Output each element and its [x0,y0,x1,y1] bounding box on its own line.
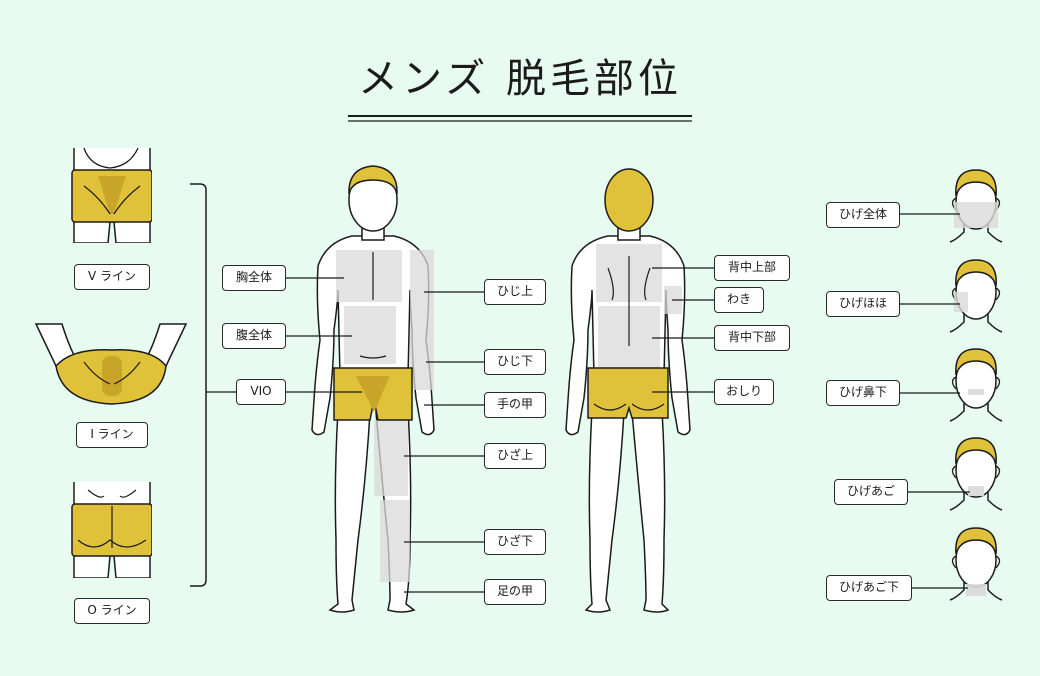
head-cheek-beard [949,259,1003,333]
label-v-line: V ライン [74,264,150,290]
label-o-line: O ライン [74,598,150,624]
label-lower-back: 背中下部 [714,325,790,351]
back-body [565,168,691,613]
label-buttocks: おしり [714,379,774,405]
vio-bracket [190,183,236,587]
label-vio: VIO [236,379,286,405]
head-under-nose [949,348,1003,422]
beard-heads [949,169,1003,601]
label-cheek-beard: ひげほほ [826,291,900,317]
front-body [311,165,435,613]
label-forearm: ひじ下 [484,349,546,375]
label-armpit: わき [714,287,764,313]
label-abdomen: 腹全体 [222,323,286,349]
label-chin-beard: ひげあご [834,479,908,505]
title-underline [348,115,692,122]
v-line-illustration [71,148,152,243]
label-back-of-hand: 手の甲 [484,392,546,418]
page-title: メンズ 脱毛部位 [358,56,682,102]
leader-lines [286,213,970,593]
i-line-illustration [34,323,188,405]
label-thigh: ひざ上 [484,443,546,469]
label-under-chin: ひげあご下 [826,575,912,601]
label-chest: 胸全体 [222,265,286,291]
label-lower-leg: ひざ下 [484,529,546,555]
label-upper-back: 背中上部 [714,255,790,281]
label-i-line: I ライン [76,422,148,448]
o-line-illustration [71,482,152,578]
head-full-beard [949,169,1003,243]
label-upper-arm: ひじ上 [484,279,546,305]
head-chin-beard [949,437,1003,511]
label-top-of-foot: 足の甲 [484,579,546,605]
label-full-beard: ひげ全体 [826,202,900,228]
head-under-chin [949,527,1003,601]
label-under-nose: ひげ鼻下 [826,380,900,406]
